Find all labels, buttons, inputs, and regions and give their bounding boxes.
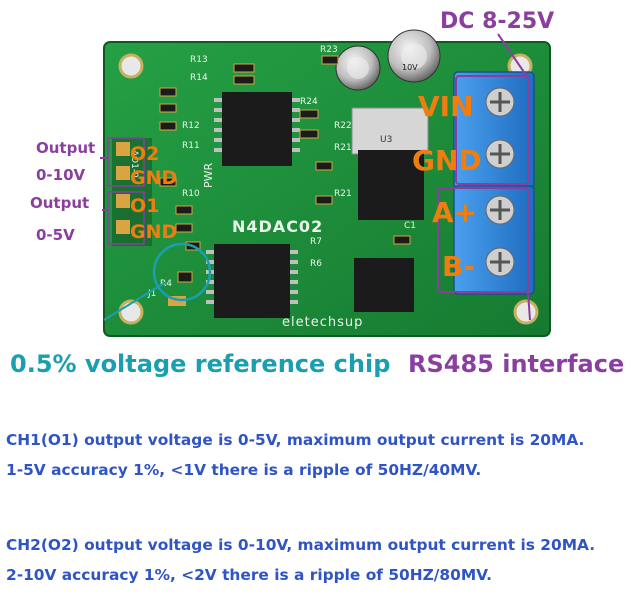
ic-bottom — [206, 244, 298, 318]
annotation-labels: DC 8-25V Output 0-10V Output 0-5V RS485 … — [30, 9, 624, 378]
terminal-block-power — [453, 71, 535, 189]
silk-r13: R13 — [190, 55, 208, 65]
silk-r21a: R21 — [334, 143, 352, 153]
label-power: DC 8-25V — [440, 9, 554, 34]
ch2-line-1: CH2(O2) output voltage is 0-10V, maximum… — [6, 536, 596, 554]
electrolytic-capacitor-2: 10V — [387, 29, 441, 83]
ic-top — [214, 92, 300, 166]
label-o2-gnd: GND — [130, 167, 177, 189]
rs485-terminal-highlight — [437, 187, 529, 293]
silk-brand: eletechsup — [282, 315, 363, 330]
silk-u3: U3 — [380, 135, 392, 145]
label-output-2: Output — [30, 194, 89, 212]
label-vin: VIN — [418, 90, 474, 123]
reference-chip-highlight — [152, 242, 212, 302]
label-reference-chip: 0.5% voltage reference chip — [10, 350, 390, 378]
silk-r22: R22 — [334, 121, 352, 131]
silk-r6: R6 — [310, 259, 322, 269]
ic-right — [354, 258, 414, 312]
label-rs485: RS485 interface — [408, 350, 624, 378]
label-output-1: Output — [36, 139, 95, 157]
silk-r11: R11 — [182, 141, 200, 151]
silk-r14: R14 — [190, 73, 208, 83]
voltage-regulator: U3 — [351, 107, 429, 220]
silk-r4: R4 — [160, 279, 172, 289]
terminal-block-rs485 — [453, 185, 535, 295]
ch2-line-2: 2-10V accuracy 1%, <2V there is a ripple… — [6, 566, 492, 584]
electrolytic-capacitor-1 — [335, 45, 381, 91]
silk-r23: R23 — [320, 45, 338, 55]
ch2-description: CH2(O2) output voltage is 0-10V, maximum… — [6, 530, 636, 590]
silk-r21b: R21 — [334, 189, 352, 199]
label-output-1-range: 0-10V — [36, 166, 86, 184]
ch1-description: CH1(O1) output voltage is 0-5V, maximum … — [6, 425, 636, 485]
ch1-line-1: CH1(O1) output voltage is 0-5V, maximum … — [6, 431, 585, 449]
silk-resistor-labels: R13 R23 R14 R12 R11 R10 R24 R21 R22 R21 … — [147, 45, 416, 299]
o2-header-highlight — [107, 137, 145, 187]
silk-model: N4DAC02 — [232, 217, 323, 236]
silk-cap-rating: 10V — [402, 63, 418, 72]
silk-pwr: PWR — [202, 162, 215, 188]
terminal-labels: VIN GND A+ B- O2 GND O1 GND — [130, 90, 482, 283]
label-a-plus: A+ — [432, 196, 477, 229]
reference-chip-callout — [103, 281, 167, 321]
smd-components — [159, 55, 411, 306]
label-gnd-power: GND — [412, 144, 482, 177]
silk-r7: R7 — [310, 237, 322, 247]
callout-lines — [100, 33, 531, 321]
silk-r24: R24 — [300, 97, 318, 107]
ch1-line-2: 1-5V accuracy 1%, <1V there is a ripple … — [6, 461, 482, 479]
label-output-2-range: 0-5V — [36, 226, 75, 244]
power-terminal-highlight — [455, 75, 529, 185]
silk-j1: J1 — [147, 289, 156, 299]
label-b-minus: B- — [442, 250, 475, 283]
silk-r10: R10 — [182, 189, 200, 199]
silk-r12: R12 — [182, 121, 200, 131]
pcb-illustration: AO1-0 U3 10V — [10, 9, 624, 378]
silk-c1: C1 — [404, 221, 416, 231]
label-o2: O2 — [130, 143, 159, 165]
silk-ao1: AO1-0 — [129, 150, 139, 178]
label-o1: O1 — [130, 195, 159, 217]
label-o1-gnd: GND — [130, 221, 177, 243]
o1-header-highlight — [107, 191, 145, 245]
